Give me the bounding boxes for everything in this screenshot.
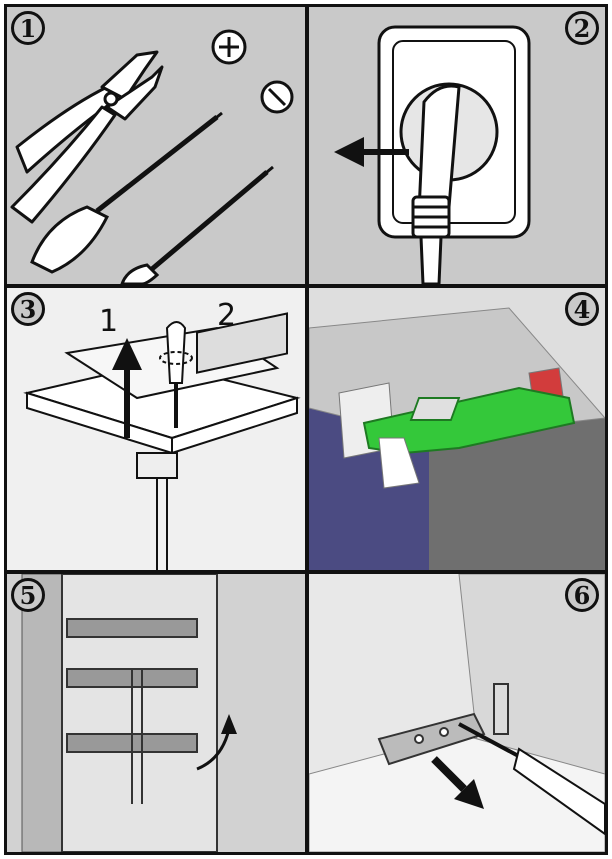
unplug-illustration <box>334 25 531 284</box>
rotate-arrow-icon <box>196 714 237 771</box>
panel-5-door-removal: 5 <box>7 574 305 852</box>
plug-icon <box>411 84 461 284</box>
door <box>61 574 218 852</box>
screwdriver-icon <box>159 321 193 428</box>
step-number-3: 3 <box>11 292 45 326</box>
step-number-4: 4 <box>565 292 599 326</box>
tools-illustration <box>10 29 294 284</box>
cabinet-side <box>429 418 605 570</box>
lift-arrow-icon <box>112 338 142 438</box>
screwdriver-phillips-icon <box>30 111 223 274</box>
panel-6-bottom-hinge: 6 <box>309 574 605 852</box>
step-number-6: 6 <box>565 578 599 612</box>
screwdriver-icon <box>458 722 605 836</box>
panel-1-tools: 1 <box>7 7 305 284</box>
phillips-symbol-icon <box>211 29 247 65</box>
pull-arrow-icon <box>334 137 409 167</box>
hinge-illustration <box>309 307 605 570</box>
screwdriver-flat-icon <box>120 165 274 284</box>
step-number-2: 2 <box>565 11 599 45</box>
instruction-grid: 1 <box>4 4 608 855</box>
step-label-1: 1 <box>99 304 119 339</box>
hinge-bracket <box>362 386 576 455</box>
cover-removal-illustration <box>23 312 301 570</box>
door-shelves-illustration <box>21 574 237 852</box>
pliers-icon <box>10 50 164 224</box>
bottom-hinge-illustration <box>309 574 605 852</box>
hinge-bracket <box>377 683 509 766</box>
panel-4-top-hinge: 4 <box>309 288 605 570</box>
panel-2-unplug: 2 <box>309 7 605 284</box>
panel-3-remove-cover: 3 1 2 <box>7 288 305 570</box>
step-number-1: 1 <box>11 11 45 45</box>
flathead-symbol-icon <box>260 80 294 114</box>
pull-arrow-icon <box>431 756 484 809</box>
step-label-2: 2 <box>217 298 237 333</box>
step-number-5: 5 <box>11 578 45 612</box>
